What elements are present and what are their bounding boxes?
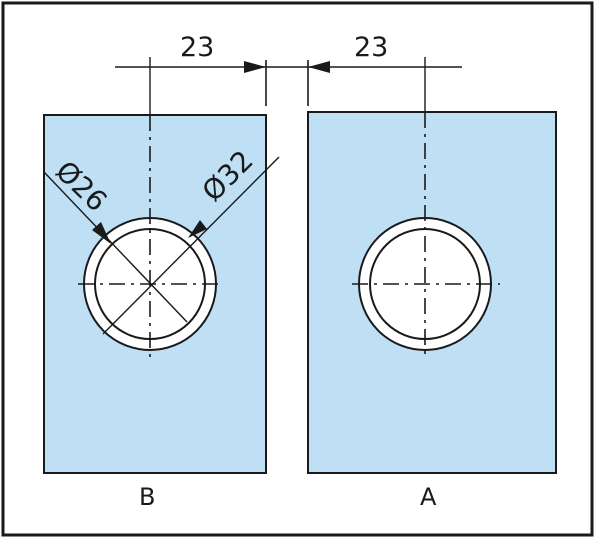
- hole-a: [352, 112, 500, 358]
- arrow-left-dim: [244, 61, 266, 73]
- panel-b-label: B: [139, 483, 155, 511]
- arrow-outer-diameter: [188, 220, 207, 238]
- dimension-right: 23: [266, 32, 462, 112]
- arrow-inner-diameter: [92, 222, 111, 244]
- arrow-right-dim: [308, 61, 330, 73]
- panel-a-label: A: [420, 483, 437, 511]
- hole-b-diameter-line-inner: [43, 171, 188, 323]
- dimension-label-right: 23: [354, 32, 388, 63]
- dimension-label-left: 23: [180, 32, 214, 63]
- hole-b: Ø26 Ø32: [43, 115, 280, 360]
- dimension-left: 23: [115, 32, 267, 115]
- hole-b-diameter-line-outer: [102, 156, 280, 335]
